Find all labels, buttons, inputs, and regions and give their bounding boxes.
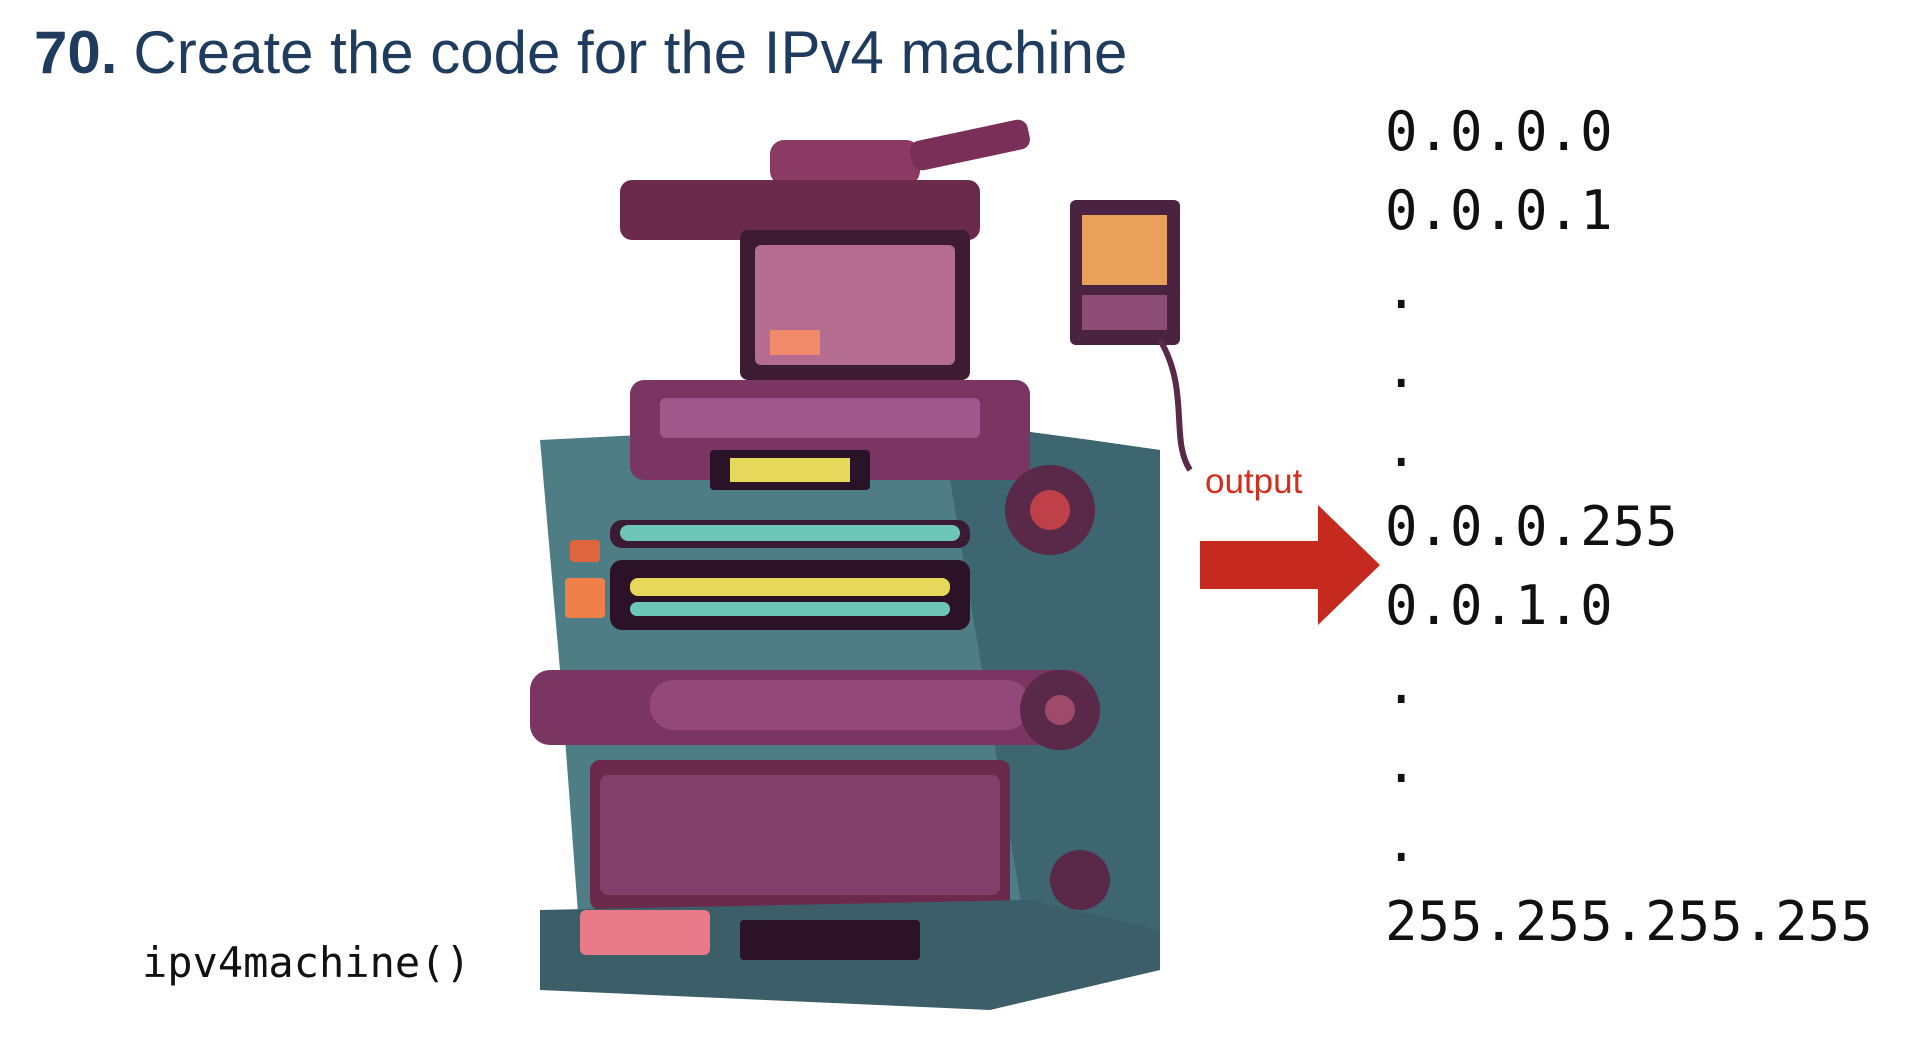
output-line: 0.0.0.0 — [1385, 100, 1613, 163]
title-text: Create the code for the IPv4 machine — [133, 19, 1128, 86]
output-line: . — [1385, 653, 1418, 716]
output-line: 0.0.1.0 — [1385, 574, 1613, 637]
output-line: . — [1385, 732, 1418, 795]
arrow-label: output — [1205, 462, 1303, 501]
arrow-right-icon — [1200, 505, 1380, 625]
output-line: 0.0.0.1 — [1385, 179, 1613, 242]
printing-machine-icon — [530, 119, 1193, 1010]
output-line: . — [1385, 258, 1418, 321]
output-line: . — [1385, 337, 1418, 400]
output-line: . — [1385, 416, 1418, 479]
output-line: 0.0.0.255 — [1385, 495, 1678, 558]
slide-number: 70. — [34, 19, 118, 86]
function-call-label: ipv4machine() — [142, 938, 471, 987]
output-line: . — [1385, 811, 1418, 874]
output-list: 0.0.0.0 0.0.0.1... 0.0.0.255 0.0.1.0... 255.… — [1385, 92, 1873, 961]
output-line: 255.255.255.255 — [1385, 890, 1873, 953]
page-title: 70.Create the code for the IPv4 machine — [34, 18, 1127, 87]
